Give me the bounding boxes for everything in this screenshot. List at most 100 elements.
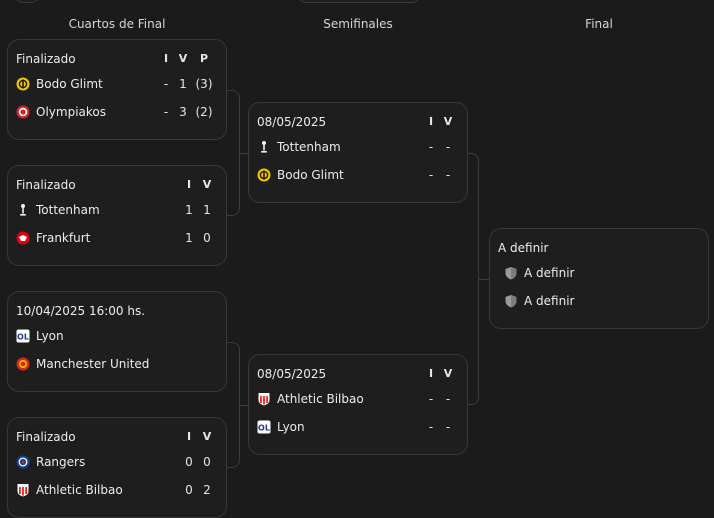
column-title-final: Final	[585, 17, 613, 31]
team-name: Bodo Glimt	[36, 77, 103, 91]
lyon-crest-icon: OL	[16, 329, 30, 343]
score-i: 0	[185, 483, 193, 497]
bracket-connector-qf3-qf4	[226, 342, 240, 468]
column-header-v: V	[202, 178, 212, 191]
rangers-crest-icon	[16, 455, 30, 469]
bodo-glimt-crest-icon	[16, 77, 30, 91]
bracket-connector-to-sf1	[239, 153, 249, 154]
lyon-crest-icon: OL	[257, 420, 271, 434]
column-header-v: V	[443, 115, 453, 128]
athletic-bilbao-crest-icon	[257, 392, 271, 406]
column-header-p: P	[199, 52, 209, 65]
score-p: (3)	[195, 77, 213, 91]
column-header-v: V	[202, 430, 212, 443]
column-header-v: V	[443, 367, 453, 380]
team-row[interactable]: Bodo Glimt	[257, 164, 344, 186]
team-row[interactable]: Tottenham	[257, 136, 341, 158]
match-card-final[interactable]: A definir A definir A definir	[489, 228, 709, 329]
match-status: Finalizado	[16, 430, 76, 444]
score-p: (2)	[195, 105, 213, 119]
score-v: -	[445, 420, 451, 434]
match-card-qf1[interactable]: Finalizado I V P Bodo Glimt - 1 (3) Olym…	[7, 39, 227, 140]
team-row[interactable]: Athletic Bilbao	[257, 388, 364, 410]
team-row[interactable]: A definir	[504, 290, 574, 312]
column-title-quarterfinals: Cuartos de Final	[68, 17, 166, 31]
score-v: 0	[203, 455, 211, 469]
bracket-connector-to-sf2	[239, 405, 249, 406]
team-row[interactable]: A definir	[504, 262, 574, 284]
score-i: -	[428, 420, 434, 434]
olympiakos-crest-icon	[16, 105, 30, 119]
column-header-i: I	[428, 367, 434, 380]
team-name: Tottenham	[277, 140, 341, 154]
column-header-i: I	[163, 52, 169, 65]
team-name: Lyon	[36, 329, 64, 343]
team-name: Lyon	[277, 420, 305, 434]
score-i: 0	[185, 455, 193, 469]
team-row[interactable]: OL Lyon	[16, 325, 64, 347]
team-row[interactable]: Rangers	[16, 451, 85, 473]
team-name: Tottenham	[36, 203, 100, 217]
score-i: -	[428, 140, 434, 154]
score-i: 1	[185, 231, 193, 245]
placeholder-shield-icon	[504, 294, 518, 308]
match-card-qf4[interactable]: Finalizado I V Rangers 0 0 Athletic Bilb…	[7, 417, 227, 518]
team-name: Olympiakos	[36, 105, 106, 119]
match-card-sf1[interactable]: 08/05/2025 I V Tottenham - - Bodo Glimt …	[248, 102, 468, 203]
svg-text:OL: OL	[17, 333, 29, 342]
match-status: Finalizado	[16, 178, 76, 192]
manchester-united-crest-icon	[16, 357, 30, 371]
score-v: -	[445, 392, 451, 406]
match-status: A definir	[498, 241, 549, 255]
column-header-i: I	[428, 115, 434, 128]
score-v: 2	[203, 483, 211, 497]
frankfurt-crest-icon	[16, 231, 30, 245]
match-status: Finalizado	[16, 52, 76, 66]
score-i: -	[163, 77, 169, 91]
score-v: -	[445, 140, 451, 154]
team-row[interactable]: Manchester United	[16, 353, 149, 375]
bodo-glimt-crest-icon	[257, 168, 271, 182]
match-status: 08/05/2025	[257, 115, 327, 129]
column-title-semifinals: Semifinales	[323, 17, 393, 31]
score-v: -	[445, 168, 451, 182]
score-i: -	[428, 168, 434, 182]
team-row[interactable]: Athletic Bilbao	[16, 479, 123, 501]
team-row[interactable]: Tottenham	[16, 199, 100, 221]
bracket-connector-to-final	[478, 279, 489, 280]
bracket-connector-qf1-qf2	[226, 90, 240, 216]
team-name: Athletic Bilbao	[277, 392, 364, 406]
score-i: -	[163, 105, 169, 119]
column-header-v: V	[178, 52, 188, 65]
athletic-bilbao-crest-icon	[16, 483, 30, 497]
team-row[interactable]: Bodo Glimt	[16, 73, 103, 95]
score-v: 3	[179, 105, 187, 119]
score-v: 0	[203, 231, 211, 245]
team-name: A definir	[524, 294, 575, 308]
score-i: -	[428, 392, 434, 406]
match-status: 08/05/2025	[257, 367, 327, 381]
team-name: Frankfurt	[36, 231, 91, 245]
partial-card-top-left	[15, 0, 39, 3]
team-name: A definir	[524, 266, 575, 280]
placeholder-shield-icon	[504, 266, 518, 280]
match-status: 10/04/2025 16:00 hs.	[16, 304, 146, 318]
column-header-i: I	[186, 178, 192, 191]
team-name: Athletic Bilbao	[36, 483, 123, 497]
team-row[interactable]: Olympiakos	[16, 101, 106, 123]
team-row[interactable]: Frankfurt	[16, 227, 90, 249]
svg-text:OL: OL	[258, 424, 270, 433]
score-i: 1	[185, 203, 193, 217]
tottenham-crest-icon	[16, 203, 30, 217]
partial-card-top-middle	[298, 0, 420, 3]
match-card-qf3[interactable]: 10/04/2025 16:00 hs. OL Lyon Manchester …	[7, 291, 227, 392]
score-v: 1	[179, 77, 187, 91]
score-v: 1	[203, 203, 211, 217]
match-card-qf2[interactable]: Finalizado I V Tottenham 1 1 Frankfurt 1…	[7, 165, 227, 266]
team-name: Rangers	[36, 455, 86, 469]
team-row[interactable]: OL Lyon	[257, 416, 305, 438]
team-name: Bodo Glimt	[277, 168, 344, 182]
column-header-i: I	[186, 430, 192, 443]
match-card-sf2[interactable]: 08/05/2025 I V Athletic Bilbao - - OL Ly…	[248, 354, 468, 455]
tottenham-crest-icon	[257, 140, 271, 154]
